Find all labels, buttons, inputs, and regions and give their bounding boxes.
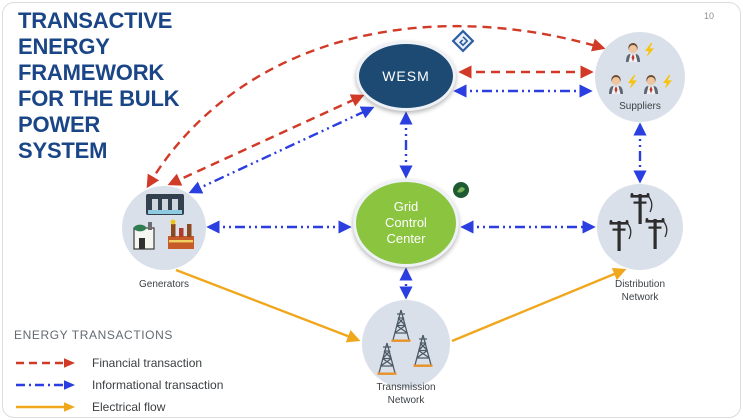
node-suppliers-label: Suppliers	[619, 101, 661, 112]
power-plant-icon	[133, 222, 155, 250]
page-number: 10	[704, 11, 715, 21]
transmission-tower-icon	[412, 334, 434, 368]
legend-label-financial: Financial transaction	[92, 356, 203, 370]
edge-transmission-network-to-distribution-network	[451, 267, 627, 343]
refinery-icon	[168, 219, 194, 249]
node-grid-control-center-label: Grid Control Center	[385, 199, 427, 246]
utility-pole-icon	[608, 219, 632, 252]
dam-icon	[146, 194, 184, 215]
lightning-icon	[645, 43, 654, 57]
node-distribution-network-label: Distribution Network	[614, 279, 666, 303]
transmission-tower-icons	[376, 309, 434, 376]
informational-transaction-line-sample	[16, 380, 75, 390]
generator-plant-icons	[133, 194, 194, 250]
distribution-pole-icons	[608, 192, 668, 252]
legend-title: ENERGY TRANSACTIONS	[14, 328, 173, 342]
node-generators	[122, 186, 206, 270]
node-distribution-network	[597, 184, 683, 270]
transmission-tower-icon	[390, 309, 412, 343]
financial-transaction-line-sample	[16, 358, 75, 368]
legend-item-informational: Informational transaction	[14, 374, 223, 396]
node-wesm: WESM	[356, 41, 456, 111]
legend: ENERGY TRANSACTIONS Financial transactio…	[14, 328, 223, 418]
edge-generators-to-transmission-network	[175, 268, 361, 343]
edge-generators-to-wesm	[188, 106, 375, 194]
supplier-person-icon	[626, 43, 640, 62]
supplier-person-icon	[609, 75, 623, 94]
lightning-icon	[628, 75, 637, 89]
node-transmission-network-label: Transmission Network	[376, 382, 436, 406]
legend-item-electrical: Electrical flow	[14, 396, 223, 418]
legend-item-financial: Financial transaction	[14, 352, 223, 374]
edge-generators-to-wesm	[167, 94, 365, 186]
edge-generators-to-suppliers	[146, 25, 606, 189]
ngcp-circle-logo-icon	[453, 182, 469, 198]
supplier-person-icon	[644, 75, 658, 94]
lightning-icon	[663, 75, 672, 89]
node-transmission-network	[362, 300, 450, 388]
legend-label-informational: Informational transaction	[92, 378, 224, 392]
node-generators-label: Generators	[138, 279, 190, 290]
utility-pole-icon	[629, 192, 653, 225]
wesm-diamond-logo-icon	[451, 29, 475, 53]
node-wesm-label: WESM	[382, 68, 430, 84]
node-suppliers	[595, 32, 685, 122]
node-grid-control-center: Grid Control Center	[353, 179, 459, 267]
electrical-flow-line-sample	[16, 402, 75, 412]
legend-label-electrical: Electrical flow	[92, 400, 166, 414]
utility-pole-icon	[644, 217, 668, 250]
transmission-tower-icon	[376, 342, 398, 376]
